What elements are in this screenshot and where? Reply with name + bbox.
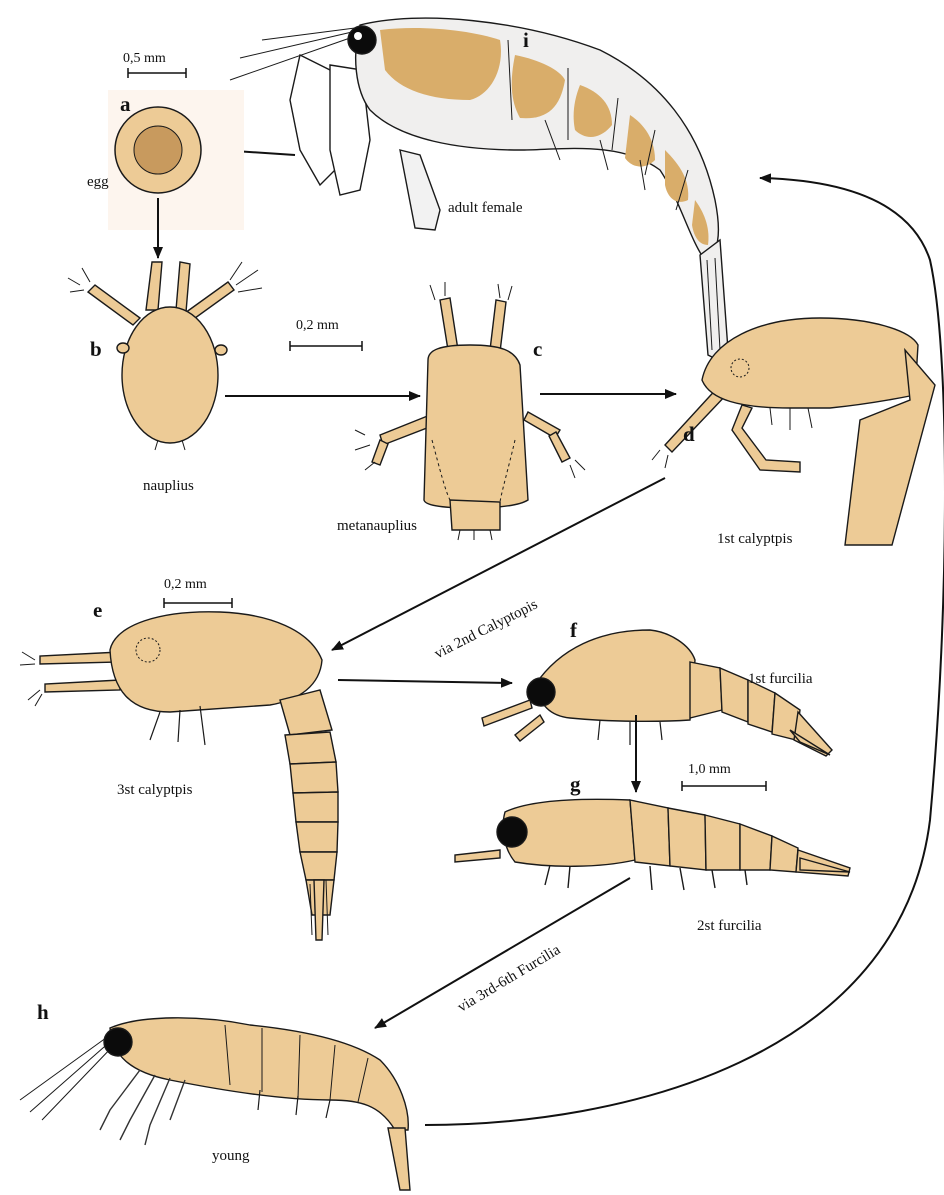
furcilia-1-illustration [482,630,832,756]
furcilia-2-illustration [455,799,850,890]
stage-label-adult-female: adult female [448,200,523,217]
stage-label-2st-furcilia: 2st furcilia [697,918,762,935]
stage-label-1st-calyptpis: 1st calyptpis [717,531,792,548]
scale-label-a: 0,5 mm [123,51,166,67]
stage-label-metanauplius: metanauplius [337,518,417,535]
metanauplius-illustration [355,282,585,540]
scale-label-e: 0,2 mm [164,577,207,593]
calyptopis-3-illustration [20,612,338,940]
arrow-calyptopis3-to-furcilia1 [338,680,512,683]
stage-label-egg: egg [87,174,109,191]
stage-letter-c: c [533,337,542,362]
stage-label-3st-calyptpis: 3st calyptpis [117,782,192,799]
stage-letter-e: e [93,598,102,623]
stage-letter-a: a [120,92,131,117]
arrow-furcilia2-to-young [375,878,630,1028]
stage-letter-g: g [570,772,581,797]
stage-label-young: young [212,1148,250,1165]
stage-letter-d: d [683,422,695,447]
scale-label-g: 1,0 mm [688,762,731,778]
stage-letter-h: h [37,1000,49,1025]
stage-letter-f: f [570,618,577,643]
scale-label-b: 0,2 mm [296,318,339,334]
stage-letter-i: i [523,28,529,53]
stage-letter-b: b [90,337,102,362]
stage-label-nauplius: nauplius [143,478,194,495]
stage-label-1st-furcilia: 1st furcilia [748,671,813,688]
adult-female-illustration [230,18,728,360]
